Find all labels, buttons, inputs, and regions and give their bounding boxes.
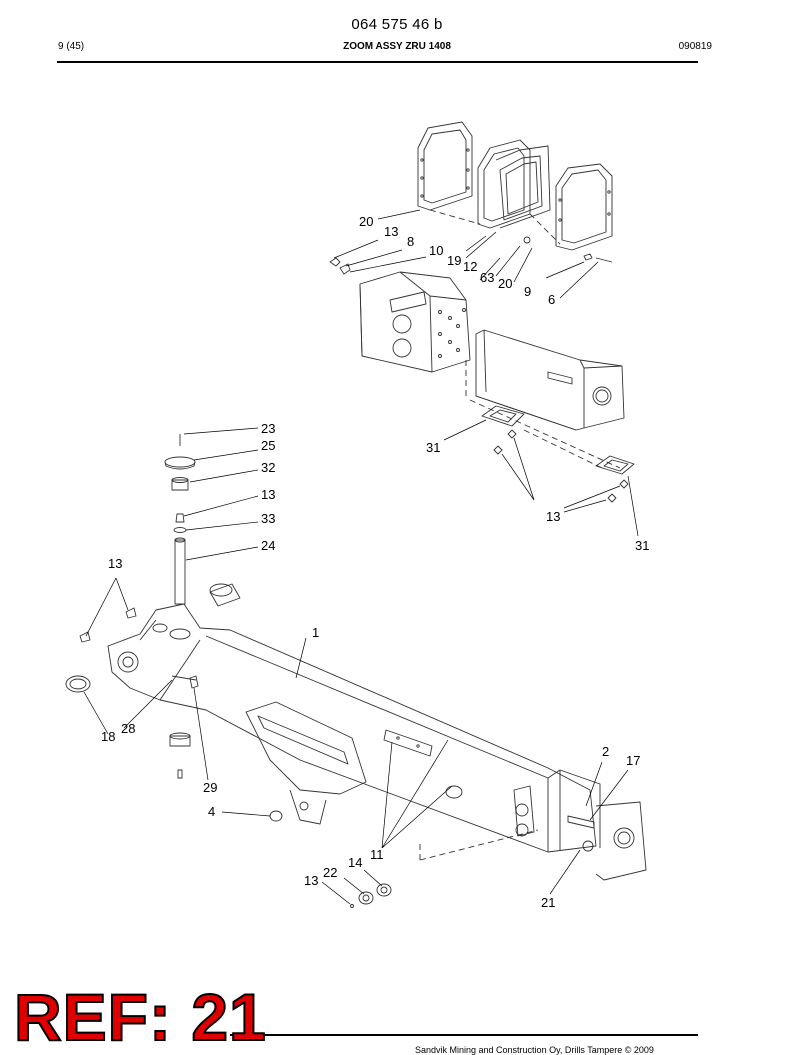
callout-12: 12 [463,259,477,274]
callout-17: 17 [626,753,640,768]
callout-32: 32 [261,460,275,475]
callout-24: 24 [261,538,275,553]
callout-13a: 13 [384,224,398,239]
main-arm-1 [107,603,647,881]
callout-21: 21 [541,895,555,910]
callout-13b: 13 [261,487,275,502]
callout-31a: 31 [426,440,440,455]
feed-beam-upper [475,329,625,431]
footer-rule [230,1034,698,1036]
callout-20b: 20 [498,276,512,291]
cover-plate-19 [477,139,551,229]
callout-14: 14 [348,855,362,870]
callout-23: 23 [261,421,275,436]
callout-9: 9 [524,284,531,299]
callout-19: 19 [447,253,461,268]
callout-13d: 13 [108,556,122,571]
callout-13e: 13 [304,873,318,888]
document-title: ZOOM ASSY ZRU 1408 [343,41,451,52]
ref-stamp: REF: 21 [13,980,267,1054]
callout-11: 11 [370,847,384,862]
callout-22: 22 [323,865,337,880]
gasket-plate-9 [555,163,613,251]
gasket-plate-20 [417,121,473,211]
gear-housing [359,271,471,373]
callout-63: 63 [480,270,494,285]
callout-1: 1 [312,625,319,640]
callout-28: 28 [121,721,135,736]
document-date: 090819 [678,41,712,52]
callout-8: 8 [407,234,414,249]
callout-20a: 20 [359,214,373,229]
footer-copyright: Sandvik Mining and Construction Oy, Dril… [415,1045,654,1055]
header-rule [57,61,698,63]
callout-13c: 13 [546,509,560,524]
callout-31b: 31 [635,538,649,553]
callout-10: 10 [429,243,443,258]
callout-4: 4 [208,804,215,819]
callout-2: 2 [602,744,609,759]
callout-29: 29 [203,780,217,795]
callout-18: 18 [101,729,115,744]
document-number: 064 575 46 b [351,16,443,33]
page-number: 9 (45) [58,41,85,52]
callout-25: 25 [261,438,275,453]
pin-stack [164,434,196,605]
callout-6: 6 [548,292,555,307]
callout-33: 33 [261,511,275,526]
